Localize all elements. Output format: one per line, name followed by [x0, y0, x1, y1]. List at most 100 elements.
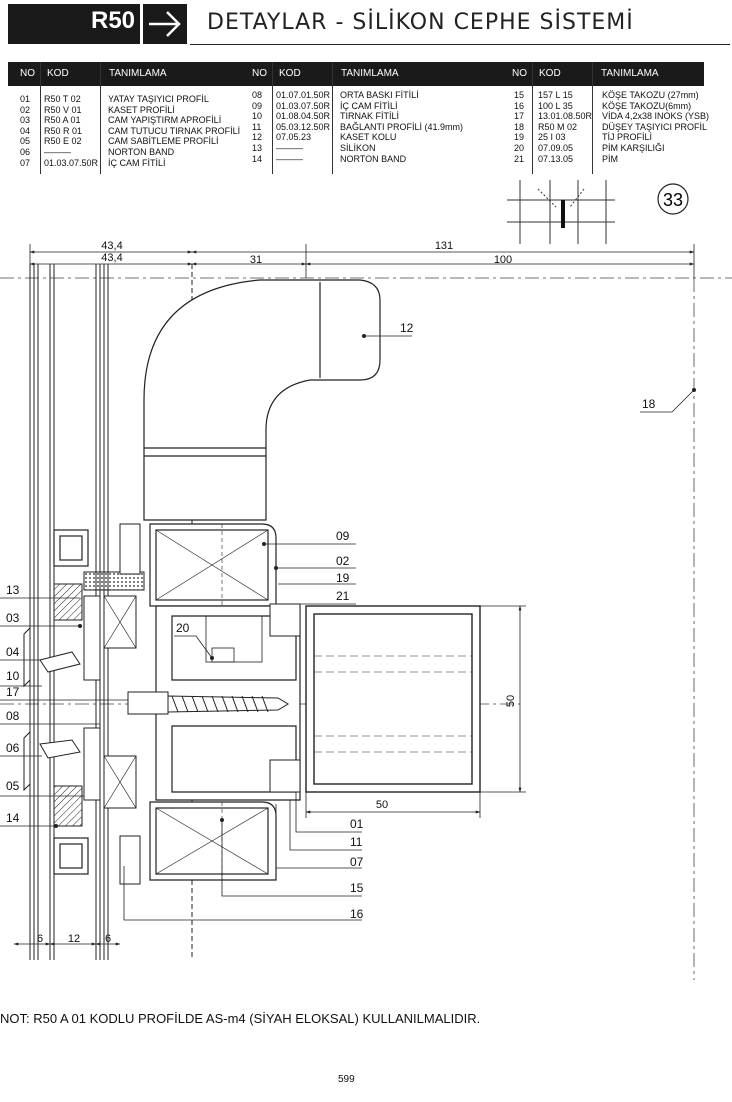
table-cell-desc: KASET PROFİLİ	[108, 104, 175, 115]
table-cell-kod: R50 A 01	[44, 115, 81, 126]
page-number: 599	[338, 1074, 355, 1085]
table-divider	[332, 62, 333, 174]
table-cell-desc: İÇ CAM FİTİLİ	[108, 157, 166, 168]
table-divider	[100, 62, 101, 174]
table-cell-kod: 100 L 35	[538, 100, 573, 111]
callout-13: 13	[6, 583, 20, 597]
table-cell-desc: CAM YAPIŞTIRM APROFİLİ	[108, 115, 222, 126]
th-no-2: NO	[252, 68, 267, 79]
table-cell-no: 21	[514, 153, 525, 164]
table-cell-desc: KASET KOLU	[340, 132, 397, 143]
table-cell-kod: R50 M 02	[538, 121, 578, 132]
table-cell-desc: NORTON BAND	[340, 153, 407, 164]
table-divider	[592, 62, 593, 174]
table-cell-desc: TIRNAK FİTİLİ	[340, 111, 400, 122]
dimension-lines	[13, 244, 695, 946]
leader-dots	[54, 334, 696, 828]
callout-05: 05	[6, 779, 20, 793]
table-cell-no: 15	[514, 90, 525, 100]
callout-02: 02	[336, 554, 350, 568]
table-cell-no: 09	[252, 100, 263, 111]
kaset-kolu	[143, 279, 381, 521]
table-divider	[272, 62, 273, 174]
table-cell-desc: KÖŞE TAKOZU (27mm)	[602, 90, 699, 100]
table-cell-no: 14	[252, 153, 263, 164]
table-cell-kod: R50 E 02	[44, 136, 82, 147]
dim-43-4-a: 43,4	[101, 240, 122, 252]
callout-04: 04	[6, 645, 20, 659]
callout-06: 06	[6, 741, 20, 755]
table-cell-no: 16	[514, 100, 525, 111]
table-cell-no: 01	[20, 94, 31, 104]
dim-6-b: 6	[105, 933, 111, 945]
table-cell-kod: R50 V 01	[44, 104, 82, 115]
table-header-bar	[8, 62, 704, 86]
callout-03: 03	[6, 611, 20, 625]
table-cell-kod: 157 L 15	[538, 90, 573, 100]
table-cell-desc: NORTON BAND	[108, 147, 175, 157]
th-desc-2: TANIMLAMA	[341, 68, 399, 79]
table-cell-desc: ORTA BASKI FİTİLİ	[340, 90, 419, 100]
vertical-mullion	[305, 605, 481, 793]
table-cell-no: 05	[20, 136, 31, 147]
callout-11: 11	[350, 835, 363, 849]
gaskets	[119, 523, 301, 885]
table-cell-no: 12	[252, 132, 263, 143]
page-title: DETAYLAR - SİLİKON CEPHE SİSTEMİ	[207, 10, 634, 35]
th-desc-3: TANIMLAMA	[601, 68, 659, 79]
callout-14: 14	[6, 811, 20, 825]
table-cell-no: 13	[252, 143, 263, 153]
header-code-box	[8, 4, 140, 44]
table-cell-desc: YATAY TAŞIYICI PROFİL	[108, 94, 209, 104]
table-cell-kod: ———	[276, 143, 303, 153]
dim-50-vertical: 50	[505, 695, 517, 707]
callout-17: 17	[6, 685, 20, 699]
table-cell-kod: 13.01.08.50R	[538, 111, 593, 122]
th-kod-3: KOD	[539, 68, 561, 79]
table-cell-no: 20	[514, 143, 525, 153]
table-cell-kod: 05.03.12.50R	[276, 121, 331, 132]
th-kod-1: KOD	[47, 68, 69, 79]
table-cell-no: 17	[514, 111, 525, 122]
table-cell-no: 04	[20, 125, 31, 136]
table-cell-desc: BAĞLANTI PROFİLİ (41.9mm)	[340, 121, 464, 132]
callout-19: 19	[336, 571, 350, 585]
table-cell-kod: 07.09.05	[538, 143, 574, 153]
table-cell-no: 06	[20, 147, 31, 157]
callout-labels: 12 18 09 02 19 21 20 13 03 04 10 17 08 0…	[6, 321, 656, 921]
callout-08: 08	[6, 709, 20, 723]
table-cell-desc: KÖŞE TAKOZU(6mm)	[602, 100, 692, 111]
table-cell-no: 08	[252, 90, 263, 100]
glazing-profiles	[23, 571, 145, 827]
table-cell-kod: 01.07.01.50R	[276, 90, 331, 100]
edge-squares	[53, 529, 89, 875]
callout-12: 12	[400, 321, 414, 335]
table-cell-no: 19	[514, 132, 525, 143]
callout-21: 21	[336, 589, 350, 603]
table-cell-kod: ———	[44, 147, 71, 157]
detail-number-badge: 33	[657, 183, 689, 215]
table-cell-kod: 01.03.07.50R	[44, 157, 99, 168]
callout-20: 20	[176, 621, 190, 635]
table-cell-kod: ———	[276, 153, 303, 164]
dim-12: 12	[68, 933, 80, 945]
table-cell-no: 03	[20, 115, 31, 126]
table-cell-desc: TİJ PROFİLİ	[602, 132, 653, 143]
table-cell-kod: 25 I 03	[538, 132, 566, 143]
table-cell-kod: R50 T 02	[44, 94, 81, 104]
th-kod-2: KOD	[279, 68, 301, 79]
callout-15: 15	[350, 881, 364, 895]
dim-31: 31	[250, 254, 262, 266]
right-arrow-icon	[143, 4, 187, 44]
th-no-3: NO	[512, 68, 527, 79]
header-code: R50	[91, 7, 136, 34]
th-desc-1: TANIMLAMA	[109, 68, 167, 79]
table-cell-desc: CAM SABİTLEME PROFİLİ	[108, 136, 219, 147]
table-cell-no: 11	[252, 121, 262, 132]
table-cell-no: 18	[514, 121, 525, 132]
callout-07: 07	[350, 855, 364, 869]
table-cell-desc: İÇ CAM FİTİLİ	[340, 100, 398, 111]
dim-43-4-b: 43,4	[101, 252, 122, 264]
table-cell-desc: DÜŞEY TAŞIYICI PROFİL	[602, 121, 708, 132]
